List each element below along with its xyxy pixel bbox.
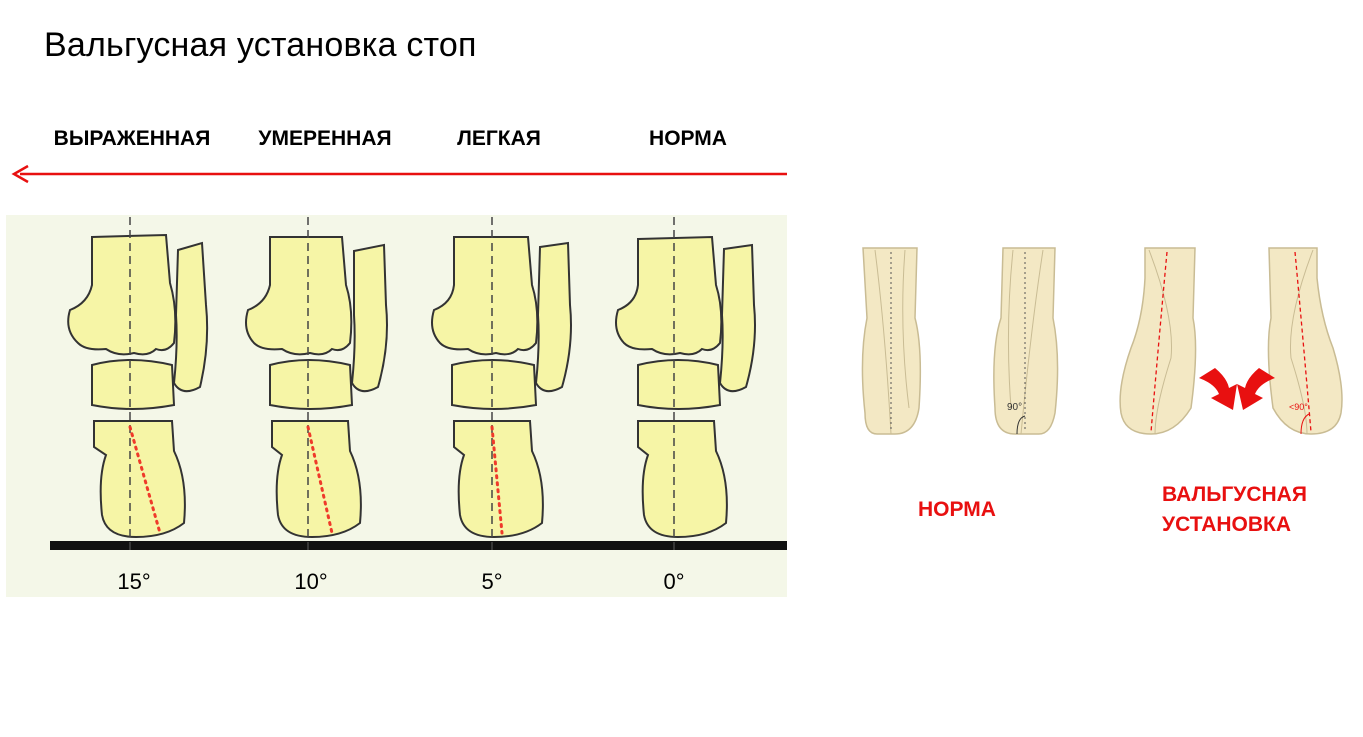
foot-valgus-left — [1119, 247, 1197, 435]
foot-norm-left — [861, 247, 922, 435]
severity-arrow — [11, 164, 787, 184]
angle-label-0: 0° — [663, 569, 684, 594]
angle-label-15: 15° — [117, 569, 150, 594]
stage-label-mild: ЛЕГКАЯ — [457, 127, 541, 150]
angle-label-norm: 90° — [1007, 402, 1022, 413]
angle-label-10: 10° — [294, 569, 327, 594]
inward-arrow-right-icon — [1237, 368, 1275, 410]
stage-label-severe: ВЫРАЖЕННАЯ — [53, 127, 211, 150]
bone-figure-0 — [615, 217, 756, 555]
page-title: Вальгусная установка стоп — [44, 26, 477, 64]
feet-comparison-illustration: 90° <90° — [861, 247, 1343, 435]
foot-norm-right: 90° — [993, 247, 1059, 435]
bone-figure-15 — [67, 217, 209, 555]
stage-label-moderate: УМЕРЕННАЯ — [258, 127, 392, 150]
foot-valgus-right: <90° — [1267, 247, 1343, 435]
inward-arrow-left-icon — [1199, 368, 1237, 410]
stage-label-norm: НОРМА — [649, 127, 727, 150]
angle-label-5: 5° — [481, 569, 502, 594]
bone-figure-10 — [245, 217, 388, 555]
label-valgus-line1: ВАЛЬГУСНАЯ — [1162, 483, 1307, 506]
bone-figure-5 — [431, 217, 572, 555]
angle-label-valgus: <90° — [1289, 402, 1308, 412]
label-valgus-line2: УСТАНОВКА — [1162, 513, 1292, 536]
ankle-bones-illustration: 15° 10° 5° 0° — [6, 215, 787, 597]
label-norm: НОРМА — [918, 498, 996, 521]
